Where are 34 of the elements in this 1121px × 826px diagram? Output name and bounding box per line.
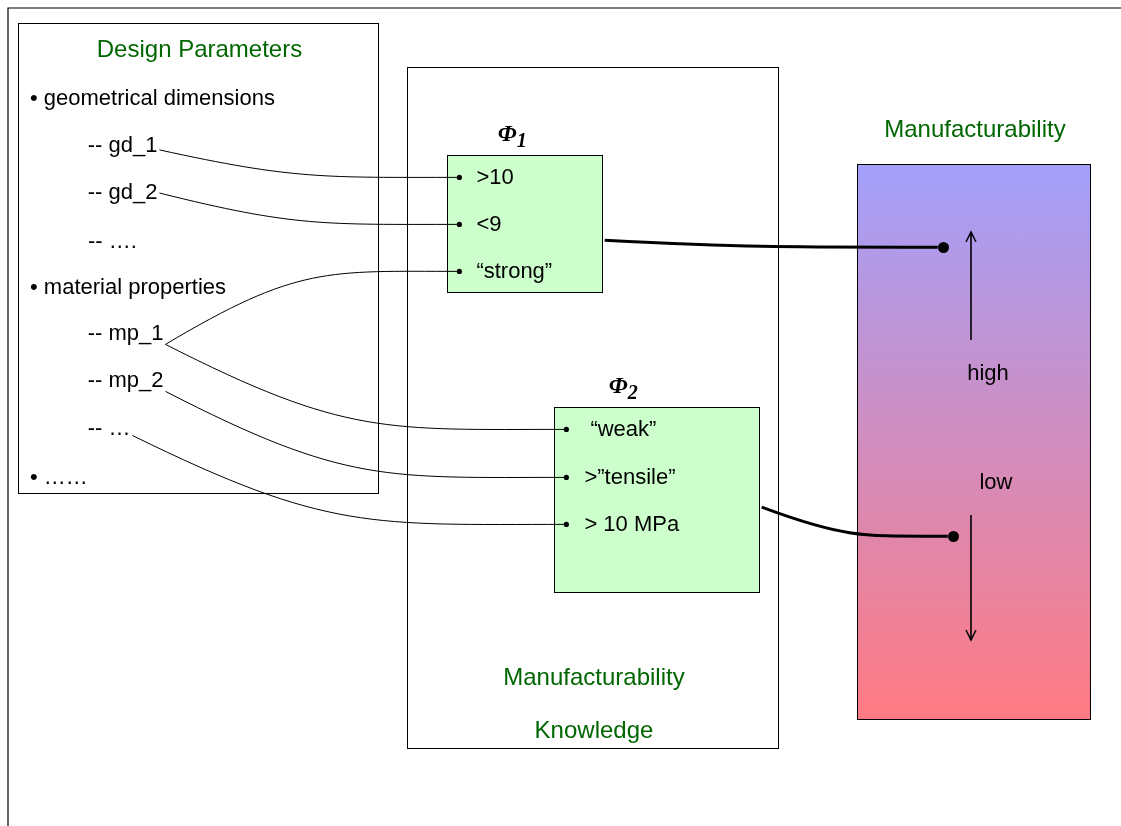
parameter-label: -- gd_1 — [87, 131, 158, 158]
parameter-label: -- gd_2 — [87, 178, 158, 205]
connector-line — [604, 238, 938, 249]
scale-heading: Manufacturability — [883, 116, 1067, 142]
list-item: -- …. — [88, 228, 137, 254]
condition-label: “weak” — [566, 416, 657, 443]
scale-label: high — [966, 360, 1010, 386]
connector-line — [131, 435, 569, 527]
panel-heading: Manufacturability Knowledge — [502, 662, 686, 745]
condition-label: > 10 MPa — [566, 511, 680, 538]
panel-heading: Design Parameters — [95, 36, 304, 62]
connector-line — [761, 505, 948, 538]
list-item: • …… — [30, 464, 88, 490]
condition-label: “strong” — [459, 258, 553, 285]
connector-line — [158, 149, 462, 180]
scale-label: low — [978, 469, 1014, 495]
function-symbol: Φ$_{2}$ — [608, 371, 638, 405]
knowledge-panel — [407, 67, 779, 749]
connector-line — [165, 343, 569, 432]
connector-line — [165, 390, 569, 480]
connector-dot — [947, 530, 959, 542]
condition-label: >10 — [459, 164, 514, 191]
condition-label: >”tensile” — [566, 464, 676, 491]
list-item: • geometrical dimensions — [30, 85, 275, 111]
parameter-panel — [18, 23, 379, 494]
list-item: • material properties — [30, 274, 226, 300]
connector-line — [158, 192, 462, 227]
connector-line — [165, 268, 462, 345]
parameter-label: -- mp_1 — [87, 319, 164, 346]
parameter-label: -- … — [87, 414, 131, 441]
connector-dot — [937, 241, 949, 253]
function-symbol: Φ$_{1}$ — [497, 119, 527, 153]
condition-label: <9 — [459, 211, 502, 238]
parameter-label: -- mp_2 — [87, 366, 164, 393]
